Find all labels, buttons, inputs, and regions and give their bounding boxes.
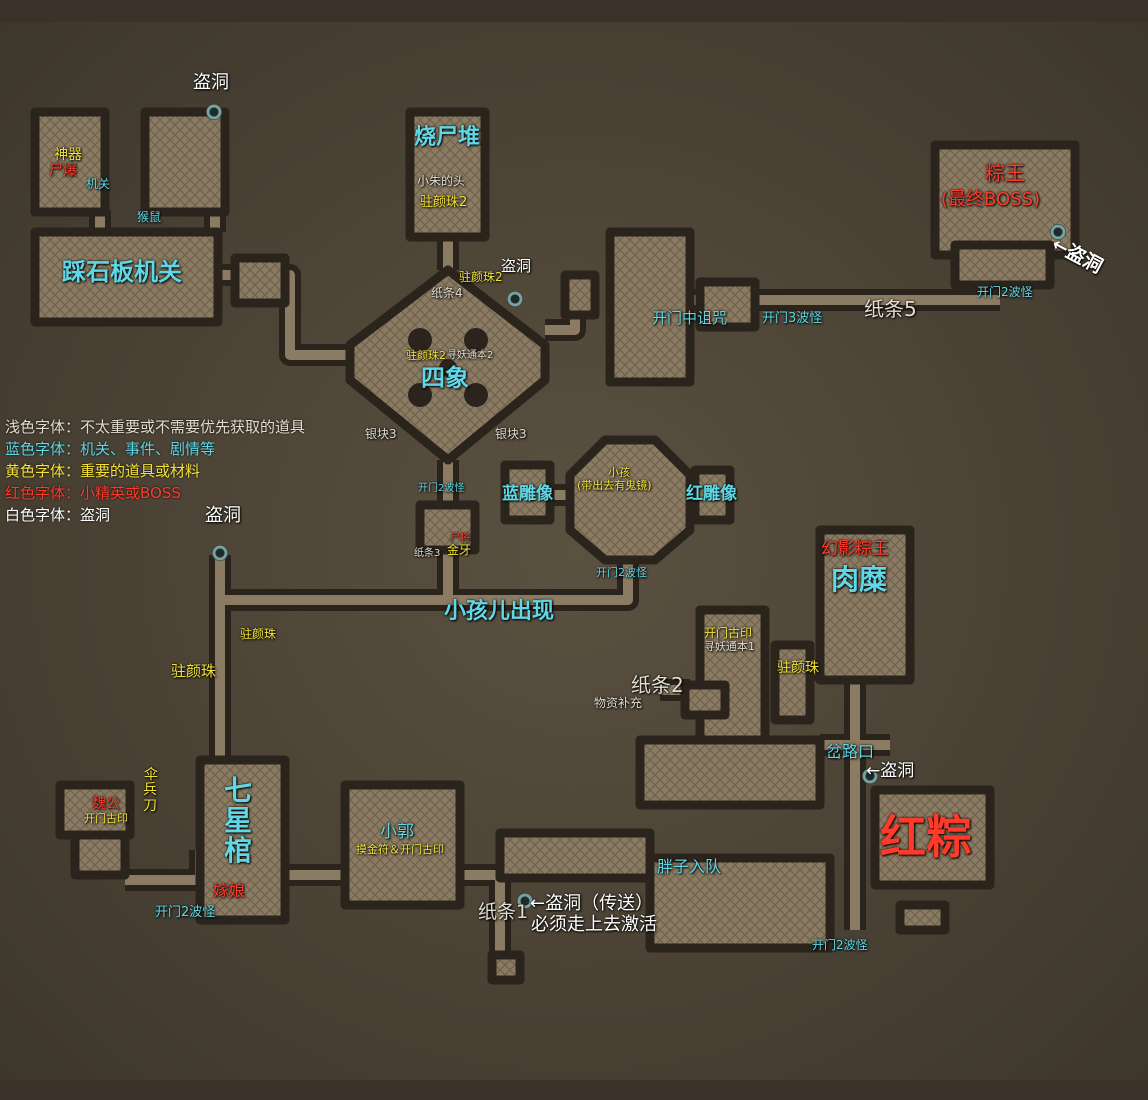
label-wuzi-buchong: 物资补充 (594, 696, 643, 710)
label-xunyao1: 寻妖通本1 (704, 640, 755, 653)
label-xunyao2: 寻妖通本2 (447, 350, 494, 361)
label-daodong-top: 盗洞 (193, 72, 229, 93)
label-kaimen2-zongwang: 开门2波怪 (977, 285, 1033, 299)
label-xiaozhu-head: 小朱的头 (417, 174, 466, 188)
label-dao: 刀 (143, 798, 157, 814)
label-zhuyanzhu2-top: 驻颜珠2 (420, 195, 468, 210)
label-hong-diaoxiang: 红雕像 (686, 484, 737, 504)
label-zongwang: 粽王 (985, 161, 1025, 185)
label-kaimen2-sixiang: 开门2波怪 (418, 483, 465, 494)
label-zhitiao4: 纸条4 (431, 286, 463, 300)
label-zhuyanzhu2-center: 驻颜珠2 (406, 349, 446, 362)
label-kaimen2-bottom: 开门2波怪 (812, 938, 868, 952)
label-daodong-sixiang: 盗洞 (501, 257, 532, 275)
label-zhitiao2: 纸条2 (631, 673, 684, 697)
label-zhitiao1: 纸条1 (478, 901, 529, 923)
label-sixiang: 四象 (421, 364, 469, 392)
label-zhitiao5: 纸条5 (864, 297, 917, 321)
label-bixu: 必须走上去激活 (531, 914, 657, 935)
label-kaimen3: 开门3波怪 (762, 311, 823, 326)
label-kaimen2-xiaohai: 开门2波怪 (596, 566, 647, 579)
tunnel-hole-icon[interactable] (517, 893, 533, 909)
legend-light: 浅色字体：不太重要或不需要优先获取的道具 (5, 418, 306, 436)
label-kaimen-guyin-top: 开门古印 (704, 626, 753, 640)
label-chalukou: 岔路口 (826, 742, 875, 761)
label-zhuyanzhu-b: 驻颜珠 (171, 662, 217, 680)
label-shijiang: 尸将 (450, 533, 470, 544)
tunnel-hole-icon[interactable] (206, 104, 222, 120)
label-jinya: 金牙 (447, 543, 472, 557)
label-daodong-left: 盗洞 (205, 505, 241, 526)
label-caishiban: 踩石板机关 (62, 258, 182, 286)
label-qixing-red: 嫁娘 (213, 881, 246, 900)
label-xiaoguo: 小郭 (380, 822, 414, 842)
map-legend: 浅色字体：不太重要或不需要优先获取的道具 蓝色字体：机关、事件、剧情等 黄色字体… (5, 416, 305, 526)
label-shenqi: 神器 (54, 147, 82, 163)
sixiang-pillars (408, 328, 488, 407)
label-zhitiao3: 纸条3 (414, 548, 441, 559)
label-kaimen-guyin-left: 开门古印 (84, 812, 128, 825)
legend-red: 红色字体：小精英或BOSS (5, 484, 181, 502)
label-hongzong: 红粽 (880, 810, 972, 864)
label-yinkuai3-right: 银块3 (495, 427, 527, 441)
label-zhuyanzhu-right: 驻颜珠 (777, 660, 819, 676)
tunnel-hole-icon[interactable] (862, 768, 878, 784)
label-kaimen2-left: 开门2波怪 (155, 905, 216, 920)
label-xiaohai-chuxian: 小孩儿出现 (444, 599, 555, 624)
legend-yellow: 黄色字体：重要的道具或材料 (5, 462, 201, 480)
label-pangzi: 胖子入队 (657, 857, 722, 876)
label-roumi: 肉糜 (831, 563, 888, 596)
label-bing: 兵 (143, 782, 157, 798)
label-qixingguan: 七星棺 (224, 774, 253, 867)
label-mojinfu: 摸金符＆开门古印 (356, 843, 444, 856)
label-kaimen-zuzhou: 开门中诅咒 (652, 309, 728, 327)
label-zhuyanzhu2-mid: 驻颜珠2 (459, 270, 503, 284)
label-shibao: 尸爆 (49, 163, 77, 179)
label-yinkuai3-left: 银块3 (365, 427, 397, 441)
legend-white: 白色字体：盗洞 (5, 506, 111, 524)
label-shaoshidui: 烧尸堆 (414, 125, 481, 150)
label-xiaohai: 小孩 (608, 466, 630, 479)
label-jiguan-small: 机关 (86, 177, 111, 191)
label-lan-diaoxiang: 蓝雕像 (502, 484, 553, 504)
label-weiguo: 魏公 (92, 796, 120, 812)
tunnel-hole-icon[interactable] (212, 545, 228, 561)
label-final-boss: (最终BOSS) (941, 189, 1041, 210)
label-zhuyanzhu-a: 驻颜珠 (240, 627, 277, 641)
label-huanying-zongwang: 幻影粽王 (821, 539, 889, 559)
map-walls (30, 107, 1080, 985)
legend-blue: 蓝色字体：机关、事件、剧情等 (5, 440, 216, 458)
tunnel-hole-icon[interactable] (1050, 224, 1066, 240)
label-houshu: 猴鼠 (137, 210, 162, 224)
tunnel-hole-icon[interactable] (507, 291, 523, 307)
label-guijing: (带出去有鬼镜) (577, 479, 652, 492)
label-daodong-chuansong: ←盗洞（传送） (530, 893, 654, 914)
label-san: 伞 (144, 767, 158, 783)
label-daodong-hongzong: ←盗洞 (866, 761, 915, 781)
